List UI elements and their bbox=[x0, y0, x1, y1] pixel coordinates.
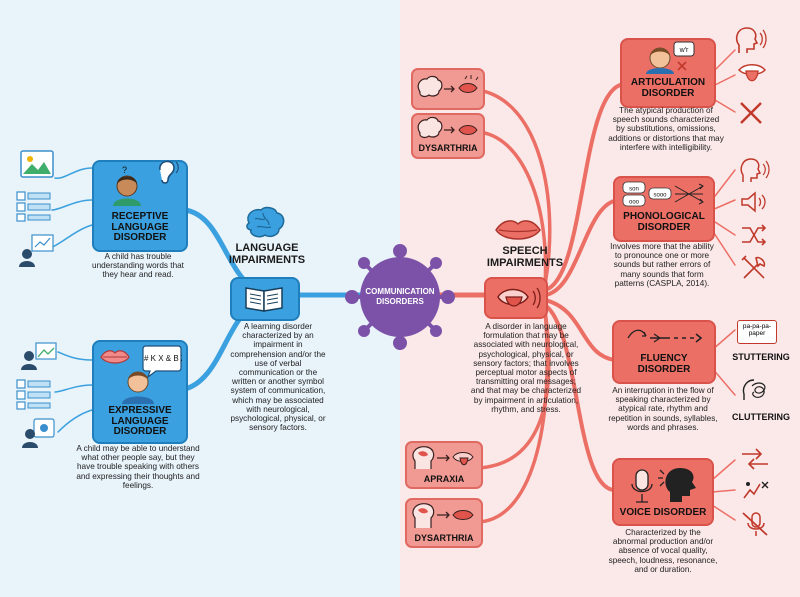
word-cards-icon bbox=[16, 191, 51, 222]
phonological-disorder-box: son ooo sooo PHONOLOGICAL DISORDER bbox=[613, 176, 715, 242]
reversing-arrows-icon bbox=[742, 448, 768, 470]
head-brain-tongue-icon bbox=[412, 446, 474, 469]
receptive-description: A child has trouble understanding words … bbox=[92, 252, 184, 280]
speech-title-line1: SPEECH bbox=[502, 245, 548, 257]
tangled-speech-icon bbox=[742, 379, 766, 400]
microphone-silhouette-icon bbox=[631, 468, 696, 503]
tongue-out-icon bbox=[737, 64, 767, 82]
expressive-description: A child may be able to understand what o… bbox=[76, 444, 200, 490]
apraxia-card: APRAXIA bbox=[405, 441, 483, 489]
x-mark-icon bbox=[740, 102, 762, 124]
speaker-icon bbox=[741, 191, 766, 213]
person-chart-icon bbox=[19, 234, 54, 267]
dysarthria-bottom-label: DYSARTHRIA bbox=[414, 533, 474, 543]
brain-arrow-mouth-icon bbox=[417, 75, 479, 98]
language-impairments-box bbox=[230, 277, 300, 321]
language-impairments-description: A learning disorder characterized by an … bbox=[230, 322, 326, 433]
shuffle-icon bbox=[742, 224, 767, 246]
mouth-tongue-icon bbox=[497, 287, 541, 309]
language-impairments-title: LANGUAGE IMPAIRMENTS bbox=[222, 242, 312, 266]
phonological-bubble-b: ooo bbox=[629, 200, 640, 206]
phonological-bubble-c: sooo bbox=[653, 193, 667, 199]
expressive-title: EXPRESSIVE LANGUAGE DISORDER bbox=[108, 405, 172, 437]
hub-label-line2: DISORDERS bbox=[376, 296, 424, 306]
voice-disorder-box: VOICE DISORDER bbox=[612, 458, 714, 526]
hub-label-line1: COMMUNICATION bbox=[365, 287, 435, 296]
stuttering-label: STUTTERING bbox=[732, 352, 790, 362]
sentence-cards-icon bbox=[16, 379, 51, 410]
dysarthria-bottom-card: DYSARTHRIA bbox=[405, 498, 483, 548]
stuttering-card: pa-pa-pa-paper bbox=[737, 320, 777, 344]
broken-sound-icon bbox=[743, 481, 769, 499]
tools-icon bbox=[741, 255, 766, 279]
speech-impairments-box bbox=[484, 277, 548, 319]
articulation-title: ARTICULATION DISORDER bbox=[630, 77, 706, 99]
phonological-title: PHONOLOGICAL DISORDER bbox=[623, 211, 705, 233]
communication-disorders-hub bbox=[345, 244, 455, 350]
speaking-head-waves-icon bbox=[740, 158, 770, 182]
svg-text:?: ? bbox=[122, 165, 127, 175]
expressive-language-disorder-box: ? ! # K X & B Z * EXPRESSIVE LANGUAGE DI… bbox=[92, 340, 188, 444]
articulation-bubble: w'r bbox=[679, 47, 689, 54]
language-title-line2: IMPAIRMENTS bbox=[228, 253, 306, 266]
head-brain-lips-icon bbox=[412, 503, 474, 528]
phonological-bubble-a: son bbox=[629, 187, 639, 193]
muted-microphone-icon bbox=[742, 512, 768, 536]
sound-pattern-icon: son ooo sooo bbox=[622, 181, 704, 207]
articulation-description: The atypical production of speech sounds… bbox=[608, 106, 724, 152]
apraxia-label: APRAXIA bbox=[423, 474, 465, 484]
picture-icon bbox=[20, 150, 54, 178]
expressive-bubble-text: ? ! # K X & B Z * bbox=[142, 354, 182, 363]
hub-label: COMMUNICATION DISORDERS bbox=[355, 287, 445, 306]
fluency-title: FLUENCY DISORDER bbox=[637, 353, 691, 375]
dysarthria-top-label: DYSARTHRIA bbox=[418, 143, 478, 153]
speech-title-line2: IMPAIRMENTS bbox=[486, 256, 564, 269]
open-book-icon bbox=[245, 287, 283, 312]
speech-impairments-title: SPEECH IMPAIRMENTS bbox=[480, 245, 570, 269]
articulation-disorder-box: w'r ARTICULATION DISORDER bbox=[620, 38, 716, 108]
lips-icon bbox=[100, 350, 130, 364]
speech-impairments-description: A disorder in language formulation that … bbox=[470, 322, 582, 414]
language-title-line1: LANGUAGE bbox=[235, 242, 299, 254]
child-listening-icon: ? bbox=[113, 165, 141, 206]
phonological-description: Involves more that the ability to pronou… bbox=[610, 242, 714, 288]
brain-arrow-lips-icon bbox=[417, 116, 478, 139]
ear-icon bbox=[159, 160, 179, 184]
dysarthria-top-card: DYSARTHRIA bbox=[411, 113, 485, 159]
receptive-title: RECEPTIVE LANGUAGE DISORDER bbox=[111, 211, 169, 243]
speech-bubble-icon: ? ! # K X & B Z * bbox=[142, 345, 182, 378]
speech-lips-icon bbox=[495, 220, 541, 240]
fluency-disorder-box: FLUENCY DISORDER bbox=[612, 320, 716, 384]
language-side-background bbox=[0, 0, 400, 597]
person-tablet-icon bbox=[22, 418, 55, 448]
interrupted-flow-icon bbox=[627, 329, 703, 343]
child-speaking-icon bbox=[122, 371, 154, 404]
voice-title: VOICE DISORDER bbox=[619, 507, 707, 518]
dysarthria-brain-card bbox=[411, 68, 485, 110]
brain-icon bbox=[246, 206, 285, 238]
fluency-description: An interruption in the flow of speaking … bbox=[608, 386, 718, 432]
child-articulation-icon: w'r bbox=[646, 41, 695, 74]
speaking-head-icon bbox=[735, 27, 767, 53]
receptive-language-disorder-box: ? RECEPTIVE LANGUAGE DISORDER bbox=[92, 160, 188, 252]
person-picture-icon bbox=[21, 342, 57, 370]
voice-description: Characterized by the abnormal production… bbox=[608, 528, 718, 574]
cluttering-label: CLUTTERING bbox=[732, 412, 790, 422]
